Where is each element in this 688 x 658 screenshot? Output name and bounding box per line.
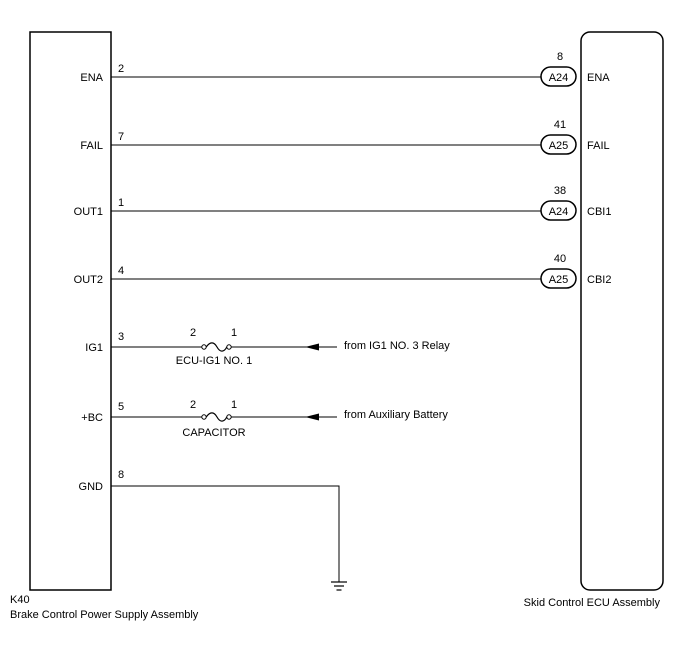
ground-icon: [331, 581, 347, 591]
fuse-icon: [205, 412, 228, 422]
fuse-name: CAPACITOR: [182, 427, 245, 439]
connector-capsule: [540, 66, 577, 87]
connector-code: A24: [549, 72, 569, 84]
connector-code: A25: [549, 274, 569, 286]
fuse-pin-number: 1: [231, 399, 237, 411]
left-component-name: Brake Control Power Supply Assembly: [10, 609, 199, 621]
left-component-code: K40: [10, 594, 30, 606]
power-feed-ig1: IG1 3 2 1 ECU-IG1 NO. 1 from IG1 NO. 3 R…: [85, 327, 450, 367]
right-pin-number: 8: [557, 51, 563, 63]
right-pin-label: CBI2: [587, 274, 611, 286]
left-pin-number: 7: [118, 131, 124, 143]
fuse-icon: [205, 342, 228, 352]
right-pin-label: CBI1: [587, 206, 611, 218]
connector-capsule: [540, 268, 577, 289]
left-pin-number: 4: [118, 265, 124, 277]
left-pin-number: 5: [118, 401, 124, 413]
left-pin-number: 8: [118, 469, 124, 481]
connector-capsule: [540, 200, 577, 221]
ground-circuit: GND 8: [79, 469, 347, 591]
left-pin-label: FAIL: [80, 140, 103, 152]
fuse-pin-number: 2: [190, 399, 196, 411]
power-feed-bc: +BC 5 2 1 CAPACITOR from Auxiliary Batte…: [81, 399, 448, 439]
right-pin-number: 40: [554, 253, 566, 265]
left-pin-label: OUT2: [74, 274, 103, 286]
circuit-out1: OUT1 1 38 A24 CBI1: [74, 185, 611, 221]
fuse-pin-number: 1: [231, 327, 237, 339]
arrow-icon: [305, 413, 319, 421]
fuse-terminal: [226, 344, 232, 350]
left-pin-number: 2: [118, 63, 124, 75]
connector-code: A25: [549, 140, 569, 152]
power-source: from IG1 NO. 3 Relay: [344, 340, 450, 352]
fuse-terminal: [226, 414, 232, 420]
right-pin-number: 38: [554, 185, 566, 197]
connector-capsule: [540, 134, 577, 155]
left-pin-number: 3: [118, 331, 124, 343]
circuit-ena: ENA 2 8 A24 ENA: [80, 51, 610, 87]
fuse-pin-number: 2: [190, 327, 196, 339]
power-source: from Auxiliary Battery: [344, 409, 448, 421]
left-pin-label: ENA: [80, 72, 103, 84]
circuit-out2: OUT2 4 40 A25 CBI2: [74, 253, 611, 289]
fuse-name: ECU-IG1 NO. 1: [176, 355, 252, 367]
right-component-name: Skid Control ECU Assembly: [524, 597, 661, 609]
left-pin-number: 1: [118, 197, 124, 209]
right-pin-label: ENA: [587, 72, 610, 84]
connector-code: A24: [549, 206, 569, 218]
left-pin-label: GND: [79, 481, 104, 493]
left-pin-label: +BC: [81, 412, 103, 424]
left-pin-label: IG1: [85, 342, 103, 354]
right-pin-label: FAIL: [587, 140, 610, 152]
fuse-terminal: [201, 344, 207, 350]
right-component-box: [580, 31, 664, 591]
left-pin-label: OUT1: [74, 206, 103, 218]
circuit-fail: FAIL 7 41 A25 FAIL: [80, 119, 610, 155]
arrow-icon: [305, 343, 319, 351]
left-component-box: [29, 31, 112, 591]
fuse-terminal: [201, 414, 207, 420]
right-pin-number: 41: [554, 119, 566, 131]
